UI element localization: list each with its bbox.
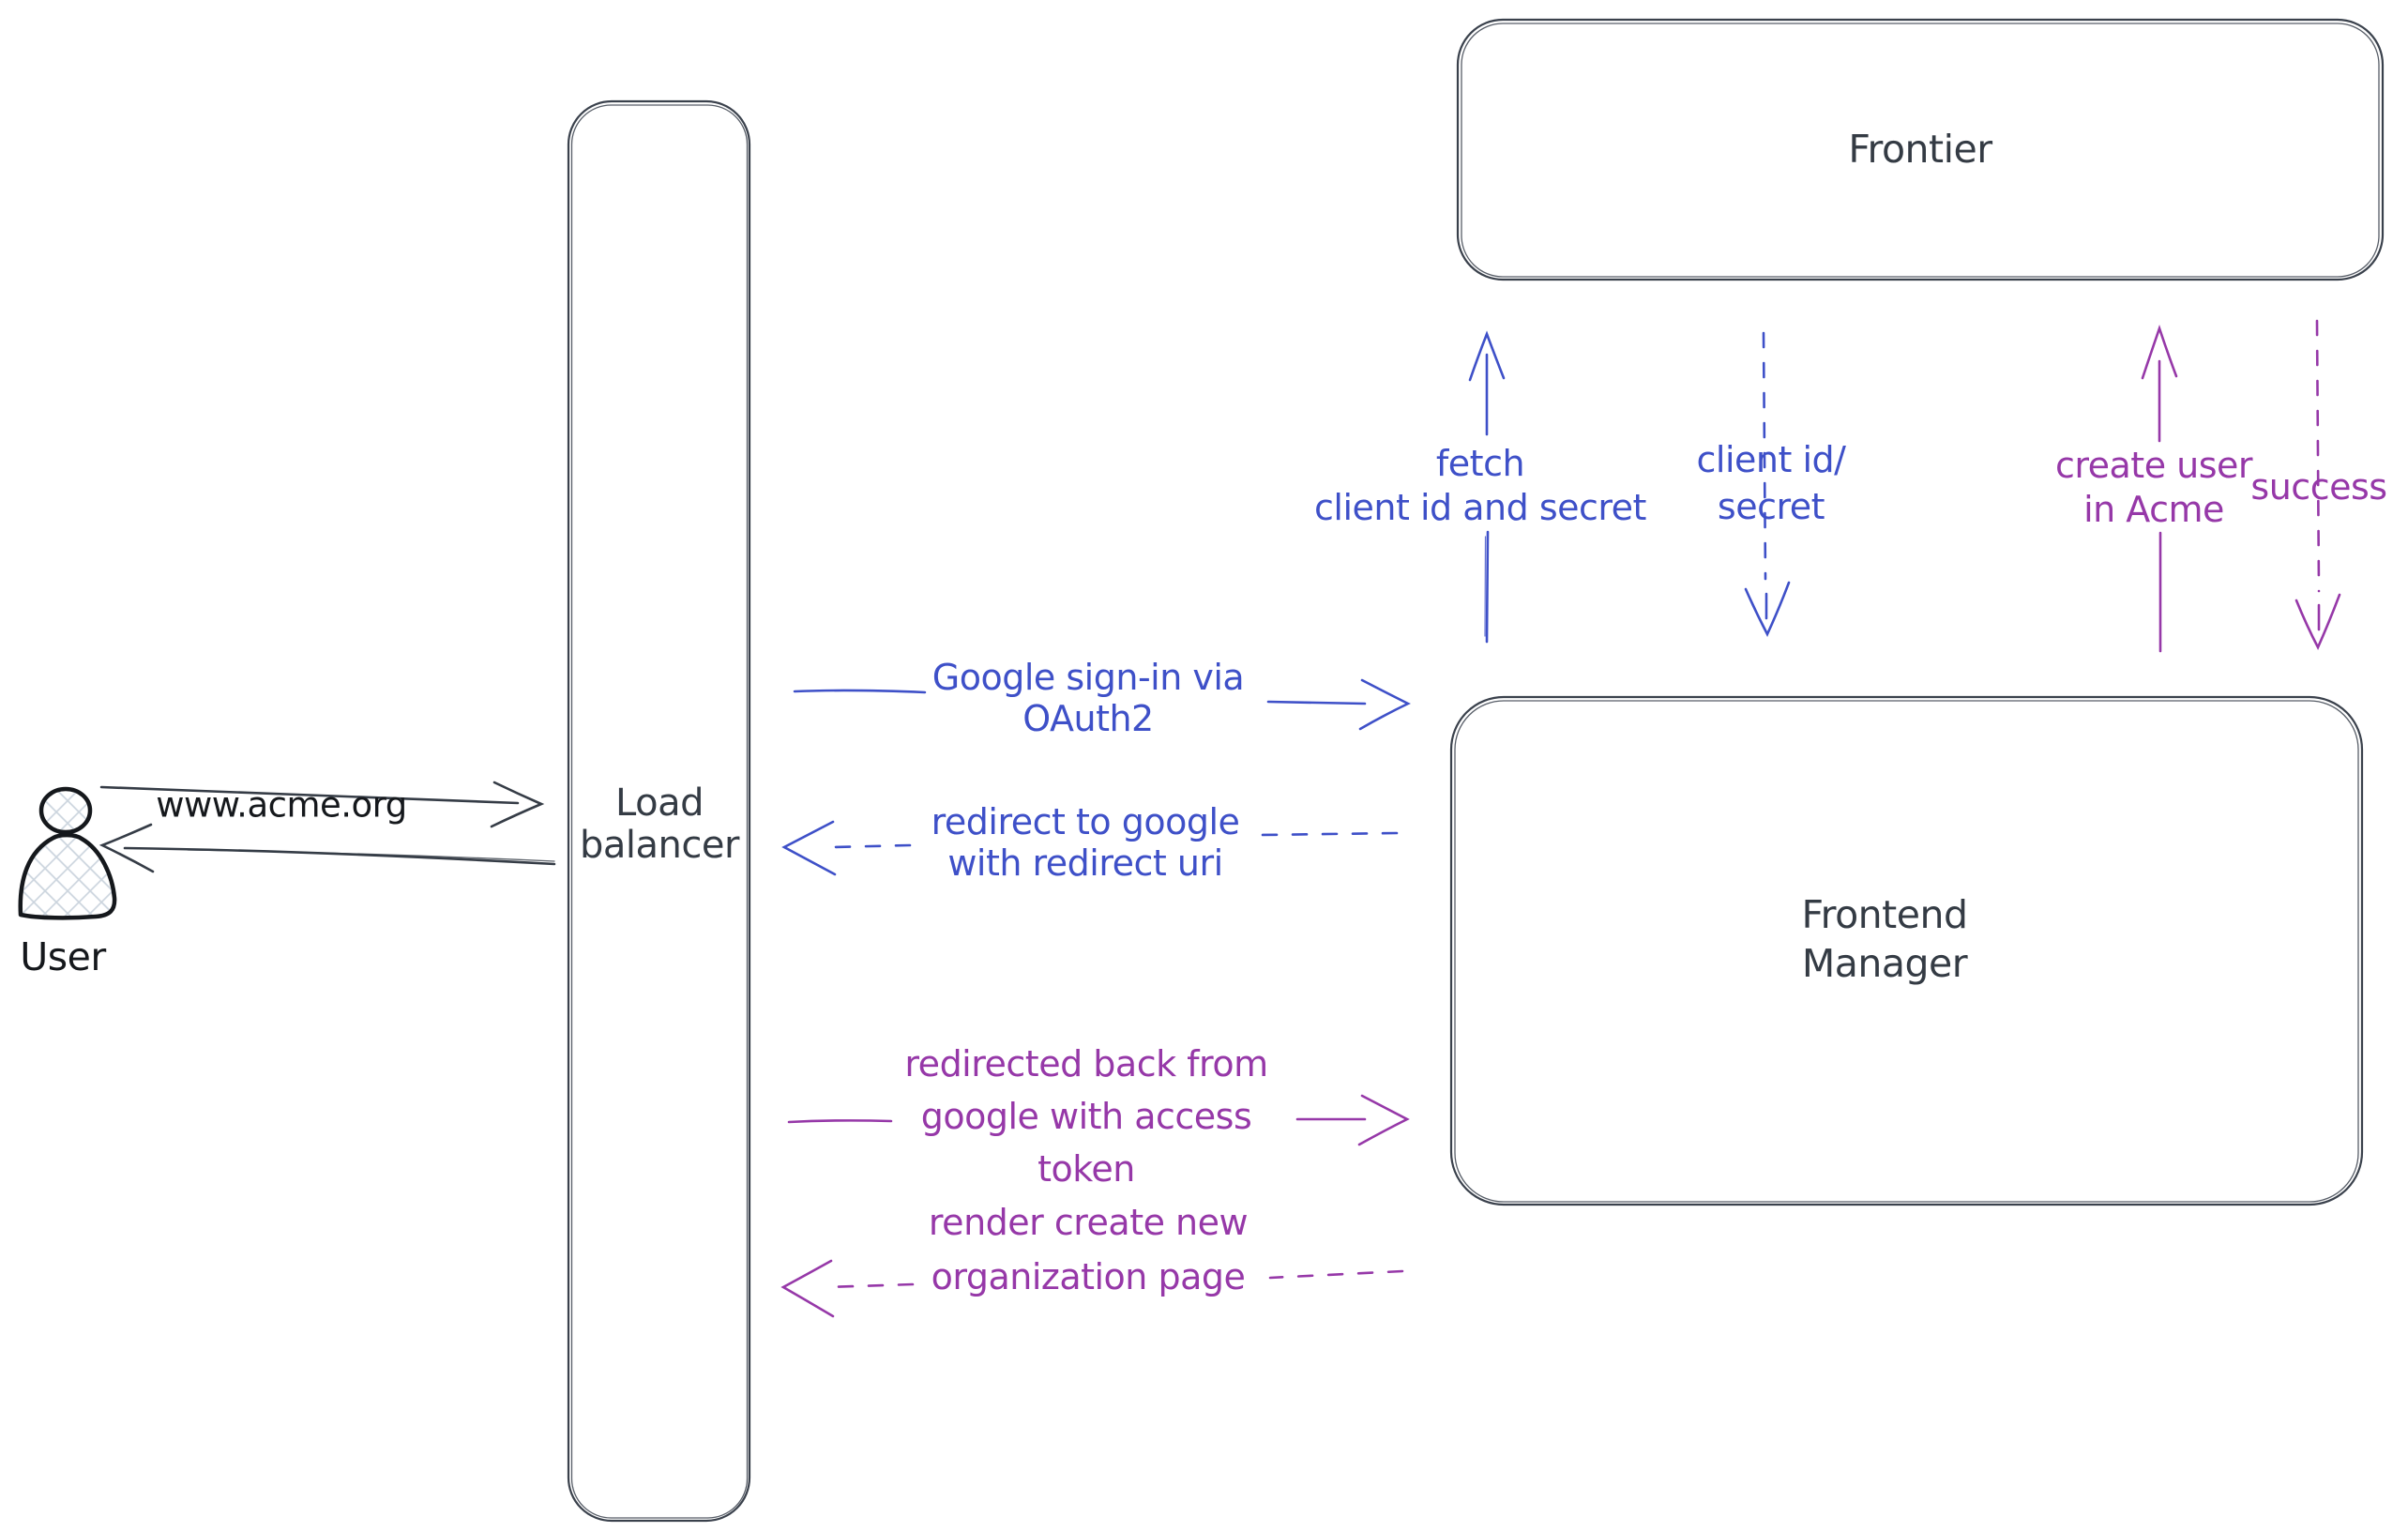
arrow-google-signin — [793, 678, 1411, 731]
user-figure — [18, 786, 117, 920]
edge-label-redirected-back: redirected back from google with access … — [904, 1038, 1268, 1195]
user-label: User — [20, 934, 106, 979]
edge-label-success: success — [2250, 466, 2387, 508]
arrow-www-acme — [99, 781, 545, 828]
edge-label-create-user-line2: in Acme — [2083, 489, 2224, 530]
arrow-fetch-client-secret — [1468, 330, 1506, 644]
frontier-box — [1456, 18, 2385, 281]
edge-label-create-user: create user in Acme — [2054, 444, 2253, 532]
edge-label-client-id-secret: client id/ secret — [1697, 436, 1846, 530]
edge-label-fetch-client-secret: fetch client id and secret — [1314, 442, 1646, 530]
edge-label-create-user-line1: create user — [2054, 445, 2253, 486]
edge-label-google-signin-line1: Google sign-in via — [931, 657, 1245, 698]
edge-label-fetch-client-secret-line2: client id and secret — [1314, 487, 1646, 528]
edge-label-redirect-to-google-line2: with redirect uri — [947, 842, 1223, 884]
edge-label-redirected-back-line3: token — [1037, 1148, 1135, 1190]
edge-label-redirected-back-line1: redirected back from — [904, 1043, 1268, 1085]
arrow-client-id-secret — [1744, 331, 1791, 637]
edge-label-render-org-page: render create new organization page — [928, 1195, 1249, 1304]
frontend-manager-label-line2: Manager — [1801, 941, 1968, 986]
arrow-success — [2294, 319, 2341, 650]
edge-label-redirect-to-google-line1: redirect to google — [931, 801, 1240, 842]
frontend-manager-box — [1449, 695, 2364, 1206]
arrow-redirect-to-google — [781, 820, 1399, 876]
edge-label-client-id-secret-line1: client id/ — [1696, 439, 1846, 480]
edge-label-www-acme: www.acme.org — [156, 784, 407, 826]
load-balancer-box — [567, 99, 751, 1523]
edge-label-fetch-client-secret-line1: fetch — [1435, 443, 1525, 484]
edge-label-render-org-page-line1: render create new — [928, 1202, 1249, 1243]
edge-label-render-org-page-line2: organization page — [931, 1256, 1246, 1297]
frontend-manager-label-line1: Frontend — [1801, 892, 1968, 937]
arrow-create-user — [2141, 324, 2178, 653]
load-balancer-label-line1: Load — [615, 781, 704, 825]
user-head — [38, 786, 93, 835]
arrow-response-to-user — [98, 823, 556, 873]
edge-label-google-signin-line2: OAuth2 — [1022, 698, 1154, 739]
edge-label-redirected-back-line2: google with access — [920, 1096, 1252, 1137]
frontend-manager-label: Frontend Manager — [1802, 890, 1968, 988]
edge-label-google-signin: Google sign-in via OAuth2 — [931, 657, 1245, 739]
frontier-label: Frontier — [1848, 127, 1992, 172]
user-body — [18, 832, 117, 920]
edge-label-client-id-secret-line2: secret — [1717, 486, 1825, 527]
arrow-render-org-page — [780, 1259, 1404, 1318]
edge-label-redirect-to-google: redirect to google with redirect uri — [931, 801, 1240, 884]
load-balancer-label: Load balancer — [580, 782, 739, 867]
arrow-redirected-back — [787, 1094, 1410, 1146]
load-balancer-label-line2: balancer — [580, 824, 739, 867]
